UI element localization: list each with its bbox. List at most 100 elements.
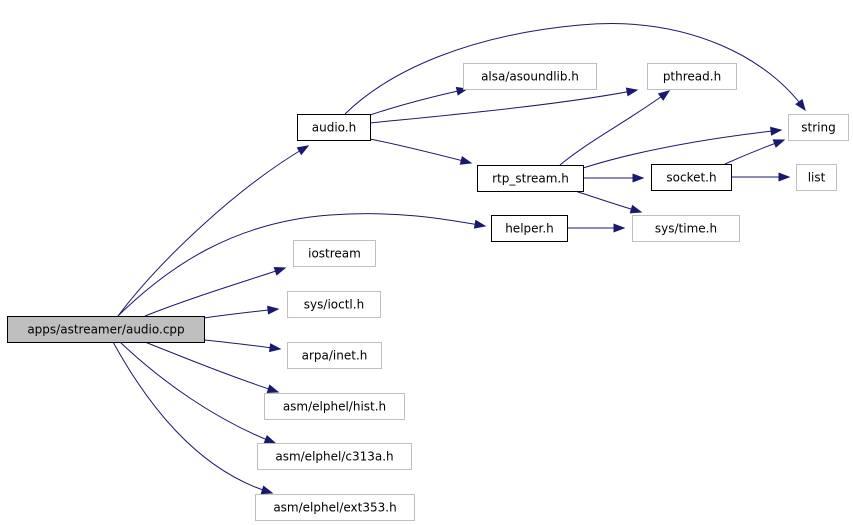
node-pthread-h: pthread.h bbox=[647, 63, 737, 90]
edge-line bbox=[369, 88, 468, 116]
node-box bbox=[651, 164, 732, 191]
node-box bbox=[293, 240, 376, 267]
node-box bbox=[796, 164, 837, 191]
node-arpa-inet-h: arpa/inet.h bbox=[287, 342, 382, 369]
node-box bbox=[287, 342, 382, 369]
edge-rtp-stream-h-to-string bbox=[582, 126, 783, 169]
edge-audio-cpp-to-arpa-inet-h bbox=[203, 339, 282, 353]
edge-line bbox=[582, 129, 782, 169]
edge-line bbox=[203, 308, 279, 319]
node-asm-elphel-ext353-h: asm/elphel/ext353.h bbox=[255, 494, 415, 521]
node-box bbox=[632, 215, 740, 242]
edge-rtp-stream-h-to-sys-time-h bbox=[574, 190, 643, 214]
node-list: list bbox=[796, 164, 837, 191]
edge-arrowhead bbox=[296, 145, 310, 156]
node-box bbox=[477, 165, 584, 192]
node-asm-elphel-hist-h: asm/elphel/hist.h bbox=[264, 393, 405, 420]
edge-arrowhead bbox=[263, 434, 277, 444]
node-sys-ioctl-h: sys/ioctl.h bbox=[287, 291, 381, 318]
edge-helper-h-to-sys-time-h bbox=[567, 223, 626, 233]
edge-arrowhead bbox=[459, 156, 473, 165]
edge-rtp-stream-h-to-pthread-h bbox=[559, 90, 671, 166]
edge-audio-cpp-to-asm-elphel-c313a-h bbox=[119, 341, 277, 444]
node-socket-h[interactable]: socket.h bbox=[651, 164, 732, 191]
edge-line bbox=[369, 138, 472, 164]
node-label: iostream bbox=[308, 247, 361, 261]
node-label: socket.h bbox=[666, 171, 716, 185]
edge-arrowhead bbox=[613, 223, 626, 233]
edge-audio-cpp-to-asm-elphel-ext353-h bbox=[112, 341, 274, 495]
edge-audio-cpp-to-asm-elphel-hist-h bbox=[144, 341, 280, 394]
edge-line bbox=[112, 341, 273, 494]
edge-line bbox=[119, 341, 276, 444]
edge-arrowhead bbox=[625, 87, 639, 97]
node-box bbox=[297, 114, 371, 141]
edge-line bbox=[117, 213, 486, 317]
node-label: audio.h bbox=[312, 121, 356, 135]
edge-arrowhead bbox=[473, 219, 487, 229]
node-label: list bbox=[808, 171, 826, 185]
edge-arrowhead bbox=[772, 139, 786, 148]
node-box bbox=[287, 291, 381, 318]
edge-arrowhead bbox=[657, 90, 671, 101]
edge-arrowhead bbox=[795, 98, 806, 112]
edge-line bbox=[369, 89, 638, 124]
edge-arrowhead bbox=[267, 305, 280, 315]
node-sys-time-h: sys/time.h bbox=[632, 215, 740, 242]
node-label: helper.h bbox=[505, 222, 554, 236]
node-label: asm/elphel/hist.h bbox=[283, 400, 386, 414]
edge-arrowhead bbox=[778, 172, 791, 182]
edge-rtp-stream-h-to-socket-h bbox=[583, 173, 645, 183]
edge-audio-cpp-to-helper-h bbox=[117, 213, 487, 317]
edge-audio-cpp-to-iostream bbox=[144, 267, 287, 317]
edge-arrowhead bbox=[629, 204, 643, 214]
node-label: sys/time.h bbox=[655, 222, 717, 236]
node-box bbox=[491, 215, 568, 242]
edges-layer bbox=[112, 23, 806, 495]
node-label: sys/ioctl.h bbox=[304, 298, 364, 312]
edge-socket-h-to-string bbox=[724, 139, 786, 165]
nodes-layer: apps/astreamer/audio.cpp audio.h helper.h r… bbox=[7, 63, 849, 521]
edge-audio-h-to-pthread-h bbox=[369, 87, 639, 124]
edge-socket-h-to-list bbox=[730, 172, 791, 182]
node-label: asm/elphel/ext353.h bbox=[273, 501, 396, 515]
edge-audio-h-to-rtp-stream-h bbox=[369, 138, 473, 165]
edge-audio-h-to-string bbox=[344, 23, 806, 115]
node-box bbox=[788, 114, 849, 141]
node-alsa-asoundlib-h: alsa/asoundlib.h bbox=[463, 63, 597, 90]
node-rtp-stream-h[interactable]: rtp_stream.h bbox=[477, 165, 584, 192]
node-iostream: iostream bbox=[293, 240, 376, 267]
edge-line bbox=[144, 341, 279, 393]
node-box bbox=[463, 63, 597, 90]
edge-line bbox=[117, 145, 309, 317]
node-box bbox=[647, 63, 737, 90]
edge-audio-cpp-to-audio-h bbox=[117, 145, 310, 317]
edge-arrowhead bbox=[260, 485, 274, 495]
node-box bbox=[257, 443, 412, 470]
node-label: apps/astreamer/audio.cpp bbox=[27, 323, 184, 337]
node-label: arpa/inet.h bbox=[302, 349, 368, 363]
edge-arrowhead bbox=[273, 267, 287, 276]
node-box bbox=[7, 316, 205, 343]
edge-line bbox=[144, 267, 286, 317]
node-audio-cpp[interactable]: apps/astreamer/audio.cpp bbox=[7, 316, 205, 343]
node-box bbox=[264, 393, 405, 420]
node-label: rtp_stream.h bbox=[492, 172, 569, 186]
edge-arrowhead bbox=[266, 384, 280, 394]
edge-line bbox=[344, 23, 806, 115]
node-label: alsa/asoundlib.h bbox=[481, 70, 579, 84]
node-label: string bbox=[801, 121, 835, 135]
node-label: pthread.h bbox=[663, 70, 721, 84]
node-label: asm/elphel/c313a.h bbox=[275, 450, 393, 464]
node-box bbox=[255, 494, 415, 521]
edge-arrowhead bbox=[268, 343, 282, 353]
edge-arrowhead bbox=[632, 173, 645, 183]
edge-arrowhead bbox=[770, 126, 783, 136]
edge-audio-h-to-alsa-asoundlib-h bbox=[369, 86, 469, 116]
edge-line bbox=[559, 90, 670, 166]
node-audio-h[interactable]: audio.h bbox=[297, 114, 371, 141]
edge-audio-cpp-to-sys-ioctl-h bbox=[203, 305, 280, 319]
node-helper-h[interactable]: helper.h bbox=[491, 215, 568, 242]
node-string: string bbox=[788, 114, 849, 141]
